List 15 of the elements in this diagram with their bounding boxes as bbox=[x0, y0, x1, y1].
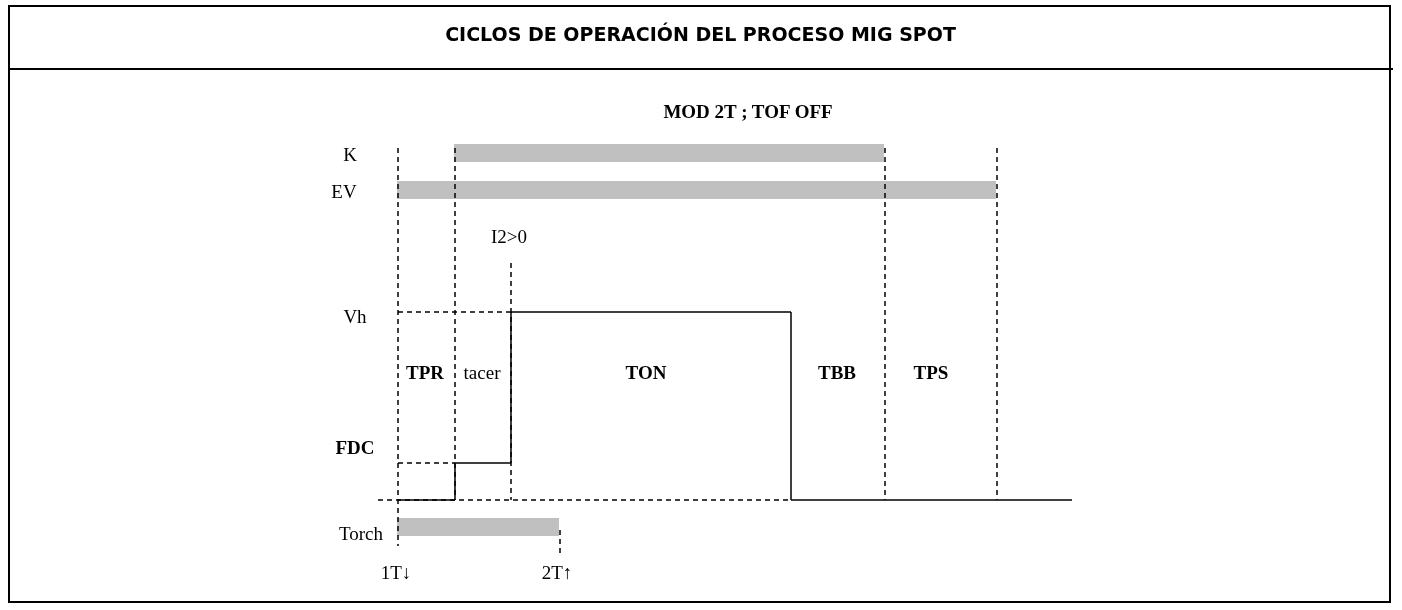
phase-label: TBB bbox=[818, 362, 856, 384]
phase-label: TON bbox=[625, 362, 667, 384]
signal-label: K bbox=[343, 144, 357, 166]
title: CICLOS DE OPERACIÓN DEL PROCESO MIG SPOT bbox=[444, 22, 957, 46]
trigger-label: 1T↓ bbox=[380, 562, 412, 584]
phase-label: TPS bbox=[913, 362, 949, 384]
trigger-label: 2T↑ bbox=[541, 562, 573, 584]
signal-label: I2>0 bbox=[491, 226, 527, 248]
phase-label: tacer bbox=[463, 362, 501, 384]
signal-label: EV bbox=[331, 181, 357, 203]
subtitle: MOD 2T ; TOF OFF bbox=[663, 101, 833, 123]
phase-label: TPR bbox=[406, 362, 444, 384]
signal-label: FDC bbox=[335, 437, 375, 459]
signal-label: Vh bbox=[343, 306, 367, 328]
signal-label: Torch bbox=[339, 523, 383, 545]
